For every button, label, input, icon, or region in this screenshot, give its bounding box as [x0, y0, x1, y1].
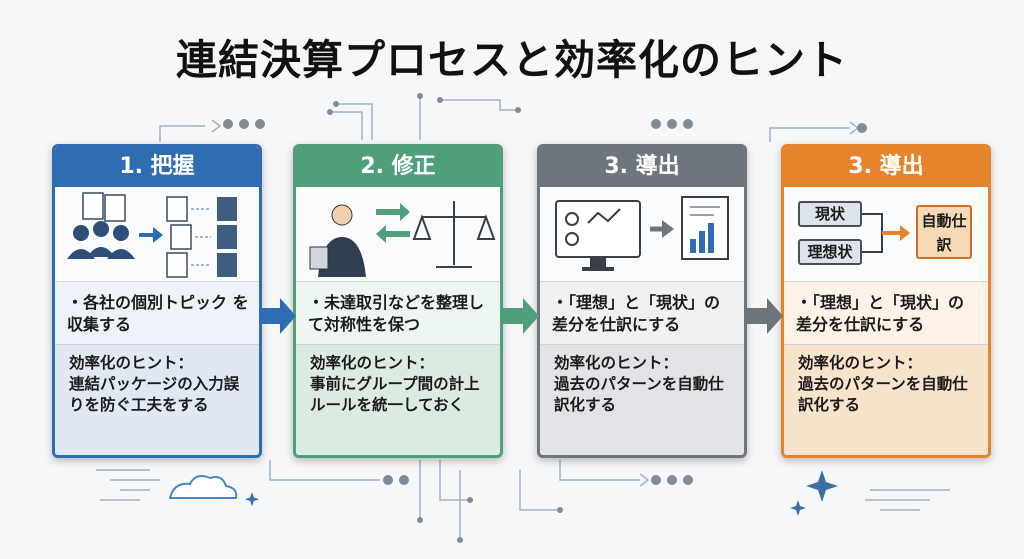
step-bullet: ・未達取引などを整理して対称性を保つ: [296, 282, 500, 345]
efficiency-hint: 効率化のヒント： 連結パッケージの入力誤りを防ぐ工夫をする: [55, 345, 259, 455]
people-icon: [67, 221, 135, 259]
step-header: 3. 導出: [540, 147, 744, 187]
efficiency-hint: 効率化のヒント： 事前にグループ間の計上ルールを統一しておく: [296, 345, 500, 455]
hint-body: 事前にグループ間の計上ルールを統一しておく: [310, 375, 480, 414]
flow-arrow-2-icon: [503, 298, 539, 334]
step-header: 3. 導出: [784, 147, 988, 187]
report-chart-icon: [681, 196, 729, 260]
documents-icon: [82, 192, 126, 222]
monitor-icon: [555, 200, 641, 271]
hint-body: 過去のパターンを自動仕訳化する: [798, 375, 968, 414]
hint-title: 効率化のヒント：: [798, 354, 923, 372]
businessman-icon: [309, 204, 366, 277]
step-header: 2. 修正: [296, 147, 500, 187]
hint-title: 効率化のヒント：: [69, 354, 194, 372]
flow-arrow-1-icon: [262, 298, 296, 334]
page-title: 連結決算プロセスと効率化のヒント: [176, 36, 848, 84]
step-bullet: ・「理想」と「現状」の差分を仕訳にする: [784, 282, 988, 345]
balance-scale-illustration: [296, 187, 500, 282]
step-header: 1. 把握: [55, 147, 259, 187]
step-card-4: 3. 導出 現状 理想状 自動仕訳 ・「理想」と「現状」の差分を仕訳にする 効率…: [781, 144, 991, 458]
scale-icon: [412, 201, 496, 268]
collect-documents-illustration: [55, 187, 259, 282]
step-bullet: ・各社の個別トピック を収集する: [55, 282, 259, 345]
efficiency-hint: 効率化のヒント： 過去のパターンを自動仕訳化する: [540, 345, 744, 455]
ideal-state-box: 理想状: [798, 239, 862, 265]
step-card-2: 2. 修正 ・未達取引などを整理して対称性を保つ 効率化のヒント： 事前にグルー…: [293, 144, 503, 458]
auto-journal-box: 自動仕訳: [916, 205, 972, 259]
step-card-3: 3. 導出 ・「理想」と「現状」の差分を仕訳にする 効率化のヒント：: [537, 144, 747, 458]
flow-arrow-3-icon: [747, 298, 783, 334]
step-bullet: ・「理想」と「現状」の差分を仕訳にする: [540, 282, 744, 345]
building-icon: [217, 197, 237, 277]
monitor-report-illustration: [540, 187, 744, 282]
hint-body: 過去のパターンを自動仕訳化する: [554, 375, 724, 414]
step-card-1: 1. 把握 ・各社の個別トピック を収集する 効率化のヒ: [52, 144, 262, 458]
hint-title: 効率化のヒント：: [554, 354, 679, 372]
swap-arrows-icon: [376, 203, 410, 243]
current-state-box: 現状: [798, 201, 862, 227]
hint-body: 連結パッケージの入力誤りを防ぐ工夫をする: [69, 375, 240, 414]
hint-title: 効率化のヒント：: [310, 354, 435, 372]
journal-entry-diagram: 現状 理想状 自動仕訳: [784, 187, 988, 282]
efficiency-hint: 効率化のヒント： 過去のパターンを自動仕訳化する: [784, 345, 988, 455]
